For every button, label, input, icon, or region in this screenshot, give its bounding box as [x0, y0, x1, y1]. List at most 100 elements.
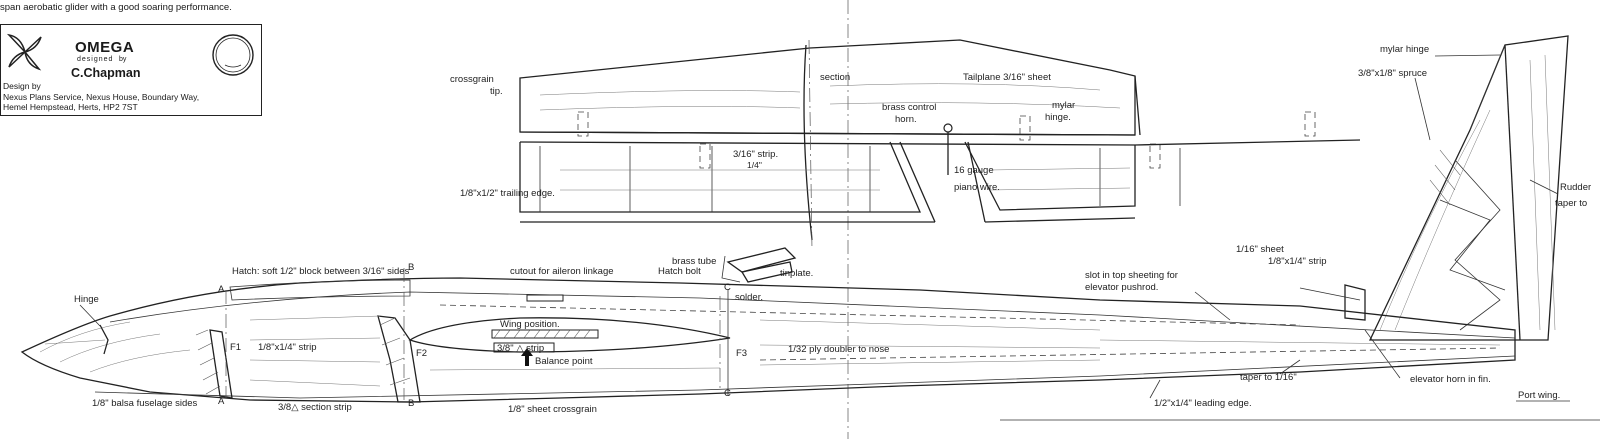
design-by-label: Design by [3, 81, 41, 91]
ply-doubler-label: 1/32 ply doubler to nose [788, 344, 889, 355]
fin-bracing [1439, 44, 1506, 291]
sheet-crossgrain-label: 1/8" sheet crossgrain [508, 404, 597, 415]
designed-label: designed [77, 56, 114, 63]
pinwheel-logo-icon [6, 33, 42, 71]
leader-line [1364, 329, 1401, 379]
fin-mylar-label: mylar hinge [1380, 44, 1429, 55]
leader-line [1529, 179, 1559, 195]
fin-strip-label: 1/8"x1/4" strip [1268, 256, 1327, 267]
hinge-slot [577, 111, 589, 137]
wing-section [408, 317, 731, 353]
section-mark-c-top: C [724, 282, 731, 293]
hinge-slot [1149, 143, 1161, 169]
crossgrain-label: crossgrain [450, 74, 494, 85]
intro-text: span aerobatic glider with a good soarin… [0, 2, 232, 13]
tailplane-grain [539, 83, 1131, 191]
hatch-block [229, 279, 411, 301]
fuselage-outline [20, 277, 1516, 403]
hinge-nose-label: Hinge [74, 294, 99, 305]
address-line-1: Nexus Plans Service, Nexus House, Bounda… [3, 92, 200, 102]
tinplate-part [740, 261, 793, 283]
elevator-horn [1344, 284, 1366, 321]
rudder-label: Rudder [1560, 182, 1591, 193]
linkage-bracket [721, 255, 741, 283]
designer-name: C.Chapman [71, 66, 141, 80]
fuselage-bottom-line [94, 355, 1516, 399]
section-mark-c-bottom: C [724, 388, 731, 399]
port-wing-label: Port wing. [1518, 390, 1560, 401]
nose-grain [39, 321, 191, 373]
sheet-1-16-label: 1/16" sheet [1236, 244, 1284, 255]
elevator-pushrod [1299, 287, 1361, 301]
control-horn-icon [943, 123, 953, 133]
elevator-left [519, 141, 921, 213]
former-f2 [377, 315, 421, 403]
brass-control-label: brass control [882, 102, 936, 113]
tailplane-extension [1134, 139, 1361, 146]
leader-line [1279, 359, 1301, 375]
section-mark-a-top: A [218, 284, 225, 295]
tailplane-view: crossgrain tip. section Tailplane 3/16" … [450, 39, 1361, 251]
strip-dim-label: 1/4" [747, 160, 762, 170]
cutout-label: cutout for aileron linkage [510, 266, 614, 277]
section-mark-a-bottom: A [218, 396, 225, 407]
elevator-trailing-edge-right [984, 217, 1136, 223]
fuselage-top-sheet [109, 291, 1516, 339]
by-label: by [119, 56, 127, 63]
tailplane-outline [519, 39, 1136, 136]
leading-edge-label: 1/2"x1/4" leading edge. [1154, 398, 1252, 409]
wing-position-label: Wing position. [500, 319, 560, 330]
slot-label-1: slot in top sheeting for [1085, 270, 1178, 281]
section-mark-b-bottom: B [408, 398, 414, 409]
wing-position-bar [491, 329, 599, 339]
balance-point-label: Balance point [535, 356, 593, 367]
leader-line [1414, 77, 1431, 141]
hinge-slot [699, 143, 711, 169]
fuselage-side-view: Hatch: soft 1/2" block between 3/16" sid… [20, 262, 1570, 415]
leader-line [1194, 291, 1231, 321]
fin-diagonals [1454, 159, 1501, 331]
fin-outline [1368, 35, 1569, 341]
fin-grain [1379, 54, 1556, 331]
tailplane-section [803, 44, 813, 241]
leader-line [79, 304, 101, 327]
brass-tube-label: brass tube [672, 256, 716, 267]
strip-label: 3/16" strip. [733, 149, 778, 160]
balance-point-arrow-icon [521, 348, 533, 366]
former-f1 [209, 329, 233, 399]
tailplane-hinge-line [519, 131, 1136, 136]
taper-to-label: taper to [1555, 198, 1587, 209]
spruce-label: 3/8"x1/8" spruce [1358, 68, 1427, 79]
publisher-address: Nexus Plans Service, Nexus House, Bounda… [3, 92, 261, 112]
elevator-horn-label: elevator horn in fin. [1410, 374, 1491, 385]
section-strip-label: 3/8△ section strip [278, 402, 352, 413]
aileron-cutout [526, 294, 564, 302]
elevator-cutout-right [967, 141, 986, 223]
wing-position-hatching [493, 329, 591, 339]
title-block: OMEGA designed by C.Chapman Design by Ne… [0, 24, 262, 116]
former-f2-hatching [379, 317, 411, 386]
brass-tube-part [726, 247, 797, 273]
tip-label: tip. [490, 86, 503, 97]
section-label: section [820, 72, 850, 83]
gauge-label: 16 gauge [954, 165, 994, 176]
hatch-bolt-label: Hatch bolt [658, 266, 701, 277]
aileron-linkage-detail: brass tube tinplate. solder. [672, 247, 813, 303]
former-f1-hatching [195, 329, 221, 395]
nose-hinge [99, 324, 109, 355]
design-name: OMEGA [75, 39, 135, 56]
hinge-slot [1019, 115, 1031, 141]
piano-wire-label: piano wire. [954, 182, 1000, 193]
f1-label: F1 [230, 342, 241, 353]
f2-label: F2 [416, 348, 427, 359]
elevator-right [964, 141, 1136, 211]
hinge-label: hinge. [1045, 112, 1071, 123]
horn-label: horn. [895, 114, 917, 125]
fin-view: mylar hinge 3/8"x1/8" spruce Rudder tape… [1085, 35, 1591, 385]
taper-1-16-label: taper to 1/16" [1240, 372, 1297, 383]
tri-strip-label: 3/8" △ strip [497, 343, 544, 354]
slot-label-2: elevator pushrod. [1085, 282, 1158, 293]
balsa-sides-label: 1/8" balsa fuselage sides [92, 398, 198, 409]
address-line-2: Hemel Hempstead, Herts, HP2 7ST [3, 102, 138, 112]
